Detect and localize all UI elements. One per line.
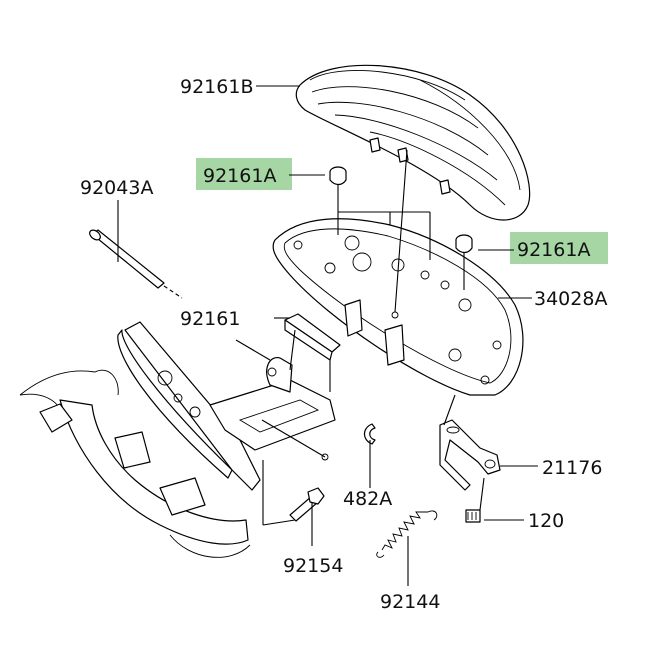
e-clip-482a [363,423,376,445]
assembly-lines [235,149,485,526]
footboard-rubber-92161b [295,64,531,221]
damper-92161a-right-part [455,234,473,262]
label-92161: 92161 [180,308,240,330]
damper-92161a-left-part [329,166,347,195]
bracket-21176 [439,419,501,491]
label-92154: 92154 [283,555,343,577]
label-92161a-left: 92161A [203,165,276,187]
damper-92161 [284,313,341,361]
label-21176: 21176 [542,457,602,479]
mount-bracket [117,321,336,491]
bolt-120 [465,509,481,523]
spring-92144 [376,510,438,558]
footboard-plate-34028a [272,218,524,396]
highlight-box-92161a-left [196,158,292,190]
label-482a: 482A [343,488,392,510]
pin-92043a [89,229,183,299]
label-92161a-right: 92161A [517,239,590,261]
leader-lines [117,85,538,586]
label-120: 120 [528,510,564,532]
label-34028a: 34028A [534,288,607,310]
label-92144: 92144 [380,591,440,613]
label-92043a: 92043A [80,177,153,199]
callout-labels: 92161B 92161A 92043A 92161A 92161 34028A… [80,76,607,613]
label-92161b: 92161B [180,76,253,98]
bolt-92154 [289,487,325,522]
highlight-box-92161a-right [510,232,608,264]
frame-section [19,369,251,558]
